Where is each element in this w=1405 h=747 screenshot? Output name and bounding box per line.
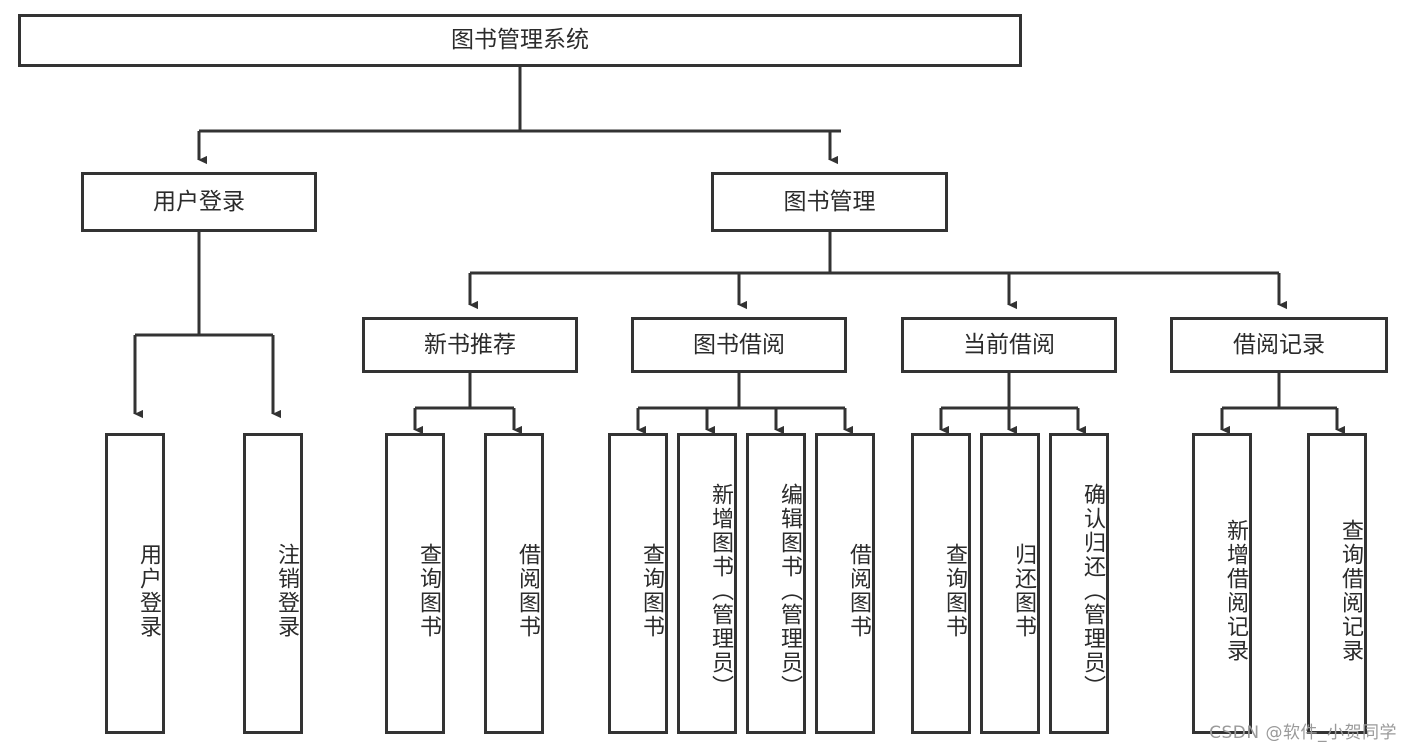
node-root-book-management-system[interactable]: 图书管理系统 [18,14,1022,67]
node-label: 查询借阅记录 [1338,518,1363,663]
leaf-borrow-borrow-book[interactable]: 借阅图书 [815,433,875,734]
node-label: 新增借阅记录 [1223,518,1248,663]
node-label: 图书管理系统 [451,27,589,54]
leaf-recommend-borrow-book[interactable]: 借阅图书 [484,433,544,734]
leaf-borrow-query-book[interactable]: 查询图书 [608,433,668,734]
node-label: 用户登录 [153,188,245,215]
node-book-borrow[interactable]: 图书借阅 [631,317,847,373]
node-label: 图书借阅 [693,331,785,358]
watermark-csdn: CSDN @软件_小贺同学 [1209,723,1397,743]
node-borrow-record[interactable]: 借阅记录 [1170,317,1388,373]
leaf-user-login-logout[interactable]: 注销登录 [243,433,303,734]
leaf-current-return-book[interactable]: 归还图书 [980,433,1040,734]
node-book-management[interactable]: 图书管理 [711,172,948,232]
node-label: 新书推荐 [424,331,516,358]
node-label: 借阅图书 [846,542,871,639]
node-label: 当前借阅 [963,331,1055,358]
leaf-current-confirm-return-admin[interactable]: 确认归还（管理员） [1049,433,1109,734]
node-user-login[interactable]: 用户登录 [81,172,317,232]
leaf-current-query-book[interactable]: 查询图书 [911,433,971,734]
leaf-borrow-edit-book-admin[interactable]: 编辑图书（管理员） [746,433,806,734]
node-label: 新增图书（管理员） [708,482,733,699]
node-label: 图书管理 [783,188,876,215]
node-label: 归还图书 [1011,542,1036,639]
node-label: 编辑图书（管理员） [777,482,802,699]
node-label: 借阅图书 [515,542,540,639]
leaf-recommend-query-book[interactable]: 查询图书 [385,433,445,734]
leaf-record-query-record[interactable]: 查询借阅记录 [1307,433,1367,734]
node-label: 用户登录 [136,542,161,639]
node-label: 查询图书 [416,542,441,639]
leaf-user-login-login[interactable]: 用户登录 [105,433,165,734]
node-new-book-recommend[interactable]: 新书推荐 [362,317,578,373]
node-label: 借阅记录 [1233,331,1325,358]
node-label: 查询图书 [942,542,967,639]
leaf-borrow-add-book-admin[interactable]: 新增图书（管理员） [677,433,737,734]
node-label: 确认归还（管理员） [1080,482,1105,699]
node-current-borrow[interactable]: 当前借阅 [901,317,1117,373]
node-label: 查询图书 [639,542,664,639]
leaf-record-add-record[interactable]: 新增借阅记录 [1192,433,1252,734]
node-label: 注销登录 [274,542,299,639]
